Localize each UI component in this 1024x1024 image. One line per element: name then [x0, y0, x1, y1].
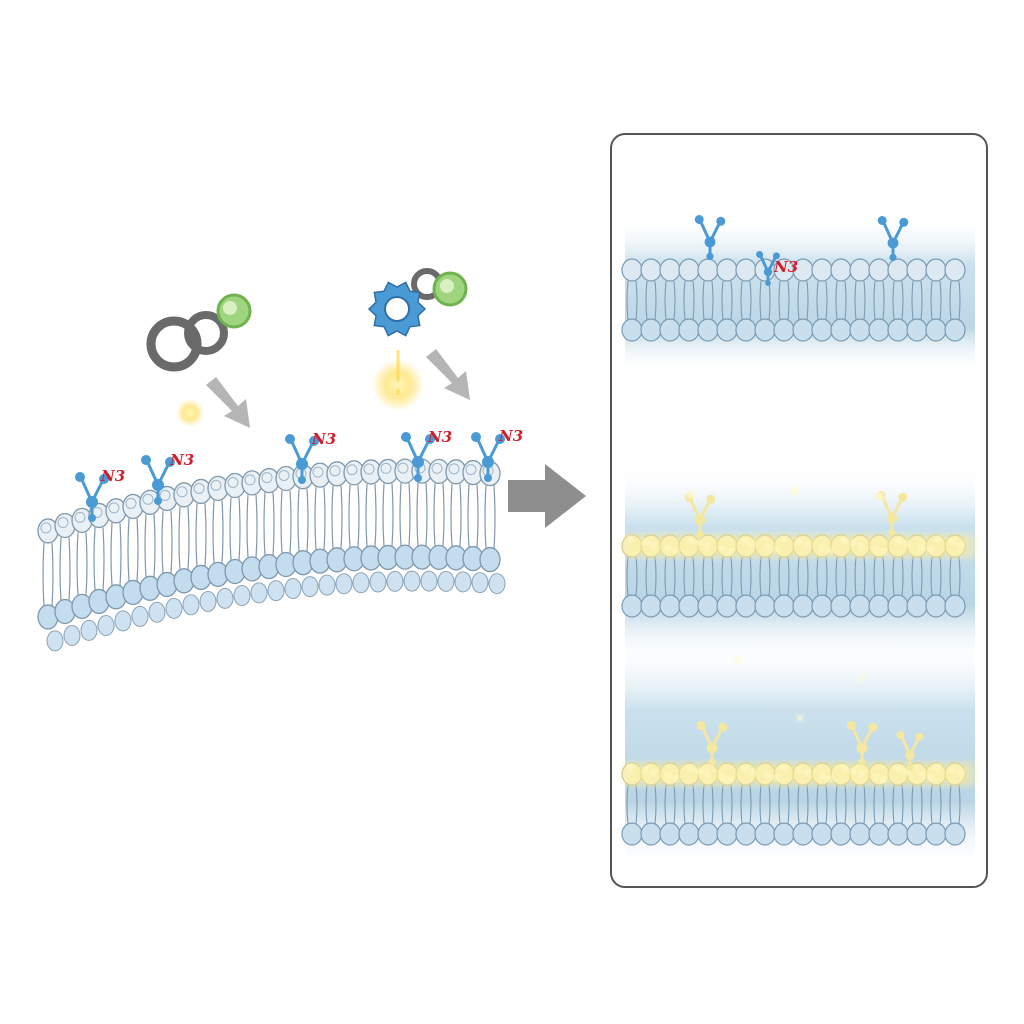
- azide-label: N3: [427, 428, 452, 446]
- lipid: [275, 465, 302, 599]
- lipid: [394, 458, 421, 592]
- lipid: [326, 461, 353, 595]
- probe-molecule-icon: [694, 215, 726, 260]
- lipid: [792, 258, 814, 342]
- lipid: [849, 258, 871, 342]
- labeled-membrane-2: [621, 640, 975, 870]
- probe-molecule-icon: [471, 432, 505, 482]
- lipid: [173, 482, 200, 616]
- lipid: [640, 258, 662, 342]
- azide-label: N3: [169, 451, 194, 469]
- probe-molecule-icon: [846, 721, 878, 767]
- lipid: [659, 258, 681, 342]
- probe-molecule-icon: [696, 721, 728, 767]
- transition-arrow: [508, 464, 586, 528]
- lipid: [462, 459, 489, 594]
- azide-label: N3: [498, 427, 523, 445]
- probe-molecule-icon: [285, 434, 319, 484]
- lipid: [37, 518, 64, 652]
- lipid: [207, 475, 234, 609]
- lipid: [944, 258, 966, 342]
- lipid: [868, 258, 890, 342]
- ring-reagent-icon: [146, 293, 252, 372]
- reaction-arrow-1: [206, 377, 250, 428]
- labeled-membrane-1: [621, 465, 975, 665]
- lipid: [479, 460, 506, 595]
- lipid: [887, 258, 909, 342]
- lipid: [54, 512, 81, 647]
- lipid: [678, 258, 700, 342]
- lipid: [71, 507, 98, 641]
- lipid: [621, 258, 643, 342]
- lipid: [122, 493, 149, 627]
- probe-molecule-icon: [684, 493, 716, 539]
- azide-label: N3: [311, 430, 336, 448]
- lipid: [156, 485, 183, 619]
- lipid: [139, 489, 166, 623]
- lipid: [105, 498, 132, 632]
- probe-molecule-icon: [877, 216, 909, 261]
- probe-molecule-icon: [401, 432, 435, 482]
- lipid: [445, 459, 472, 593]
- azide-probe-group: [75, 432, 505, 522]
- probe-molecule-icon: [896, 731, 924, 771]
- lipid: [241, 470, 268, 604]
- azide-label: N3: [773, 258, 798, 276]
- lipid: [697, 258, 719, 342]
- lipid: [830, 258, 852, 342]
- probe-molecule-icon: [75, 472, 109, 522]
- lipid: [258, 467, 285, 602]
- catalyst-spark-icon: [176, 350, 424, 427]
- lipid: [224, 472, 251, 606]
- lipid: [309, 462, 336, 596]
- azide-label: N3: [100, 467, 125, 485]
- lipid: [377, 458, 404, 592]
- probe-molecule-icon: [141, 455, 175, 505]
- gear-reagent-icon: [367, 268, 468, 337]
- lipid: [190, 478, 217, 612]
- unlabeled-membrane: [621, 215, 975, 375]
- lipid: [735, 258, 757, 342]
- curved-lipid-bilayer: [37, 458, 506, 652]
- lipid: [88, 502, 115, 636]
- probe-molecule-icon: [756, 251, 780, 287]
- reaction-arrow-2: [426, 349, 470, 400]
